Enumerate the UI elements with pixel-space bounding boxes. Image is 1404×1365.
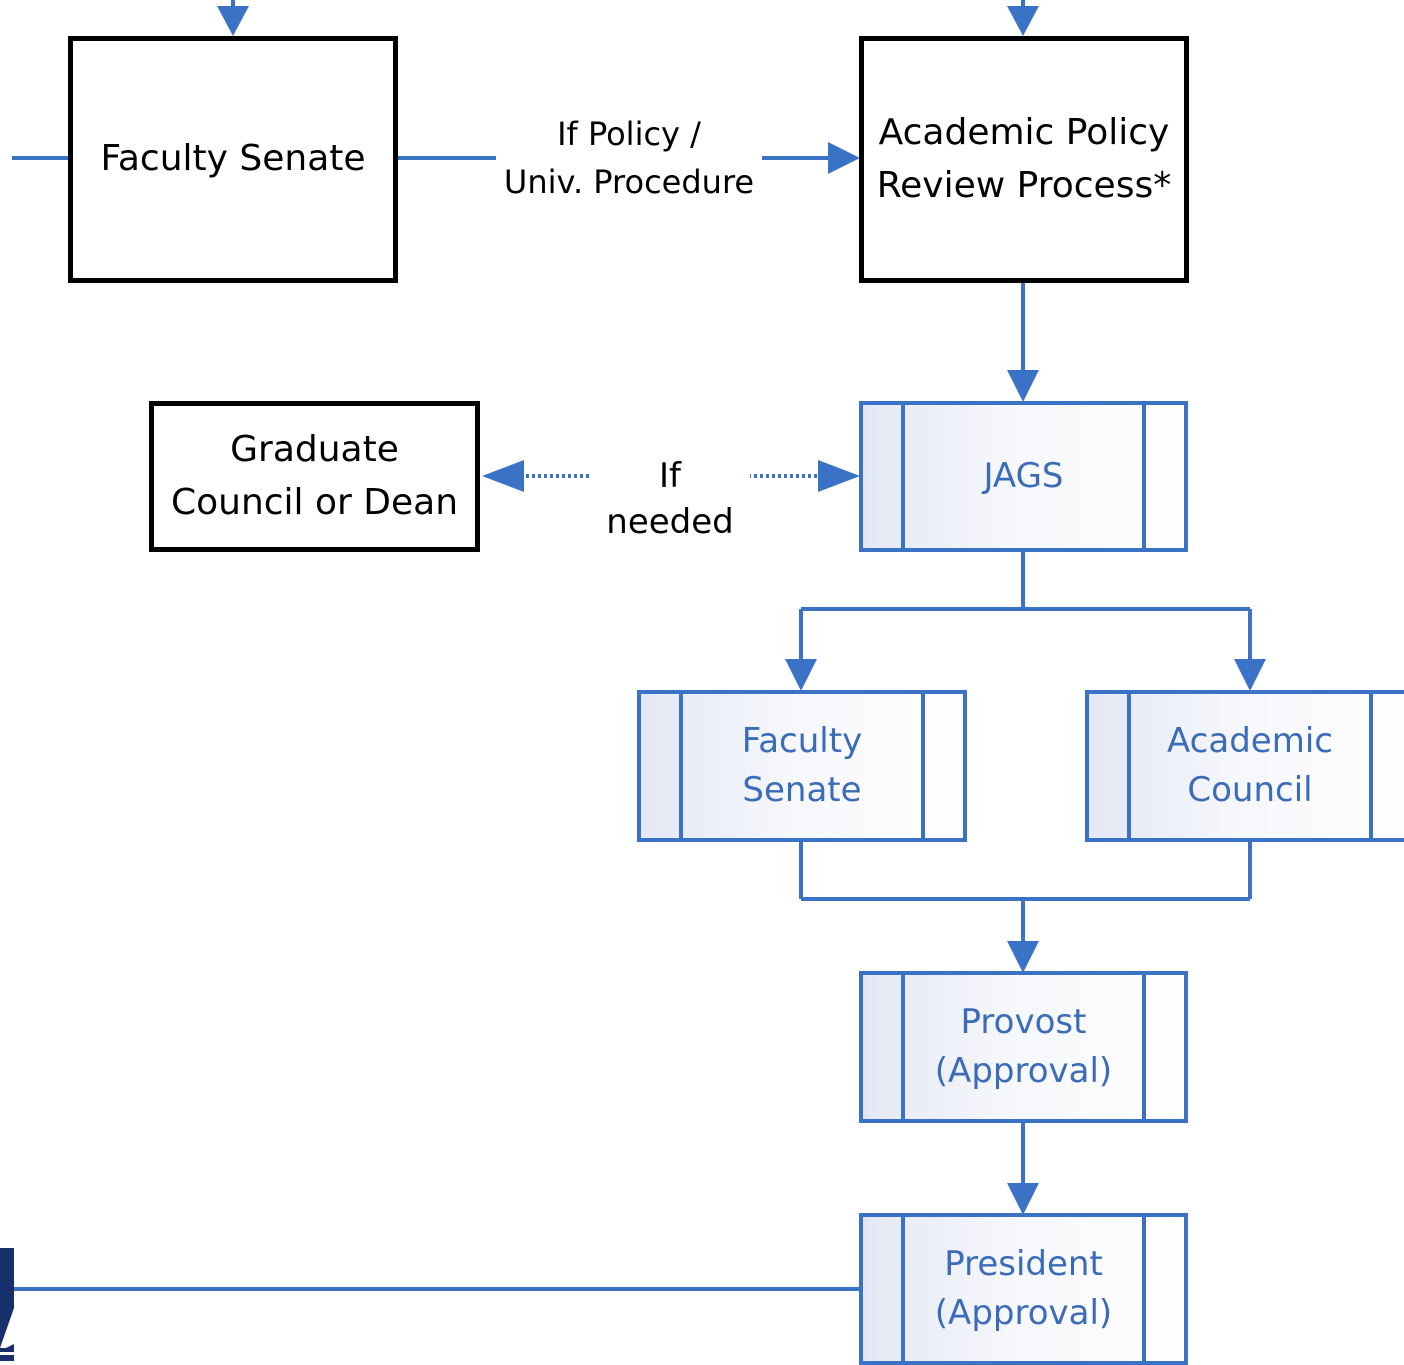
provost-right-bar [1142, 975, 1146, 1119]
academic-council-box: Academic Council [1085, 690, 1404, 842]
graduate-council-box: Graduate Council or Dean [149, 401, 480, 552]
faculty-senate-origin-label: Faculty Senate [100, 138, 366, 180]
president-right-bar [1142, 1217, 1146, 1361]
university-logo-fragment [0, 1248, 14, 1361]
faculty-senate-origin-box: Faculty Senate [68, 36, 398, 283]
president-left-bar [901, 1217, 905, 1361]
policy-route-label: If Policy / Univ. Procedure [503, 115, 755, 201]
president-box: President (Approval) [859, 1213, 1188, 1365]
arrowhead-to-graduate-council [482, 460, 524, 492]
faculty-senate-box: Faculty Senate [637, 690, 967, 842]
faculty-senate-left-bar [679, 694, 683, 838]
arrowhead-incoming-left [217, 6, 249, 36]
faculty-senate-label: Faculty Senate [741, 720, 863, 810]
provost-left-bar [901, 975, 905, 1119]
academic-council-right-bar [1369, 694, 1373, 838]
jags-left-bar [901, 405, 905, 548]
arrowhead-if-needed-to-jags [818, 460, 860, 492]
provost-box: Provost (Approval) [859, 971, 1188, 1123]
arrowhead-to-faculty-senate [785, 659, 817, 691]
academic-council-left-bar [1127, 694, 1131, 838]
academic-policy-review-label: Academic Policy Review Process* [876, 112, 1172, 206]
logo-mark-icon [0, 1248, 14, 1361]
arrowhead-incoming-right [1007, 6, 1039, 36]
arrowhead-to-provost [1007, 941, 1039, 973]
arrowhead-to-jags [1007, 370, 1039, 402]
provost-label: Provost (Approval) [934, 1001, 1113, 1091]
faculty-senate-right-bar [921, 694, 925, 838]
academic-council-label: Academic Council [1167, 720, 1333, 810]
graduate-council-label: Graduate Council or Dean [170, 429, 459, 523]
academic-policy-review-box: Academic Policy Review Process* [859, 36, 1189, 283]
arrowhead-to-review [828, 142, 860, 174]
arrowhead-to-academic-council [1234, 659, 1266, 691]
arrowhead-to-president [1007, 1183, 1039, 1215]
president-label: President (Approval) [934, 1243, 1113, 1333]
jags-box: JAGS [859, 401, 1188, 552]
jags-label: JAGS [983, 455, 1064, 496]
jags-right-bar [1142, 405, 1146, 548]
if-needed-label: If needed [590, 453, 750, 545]
